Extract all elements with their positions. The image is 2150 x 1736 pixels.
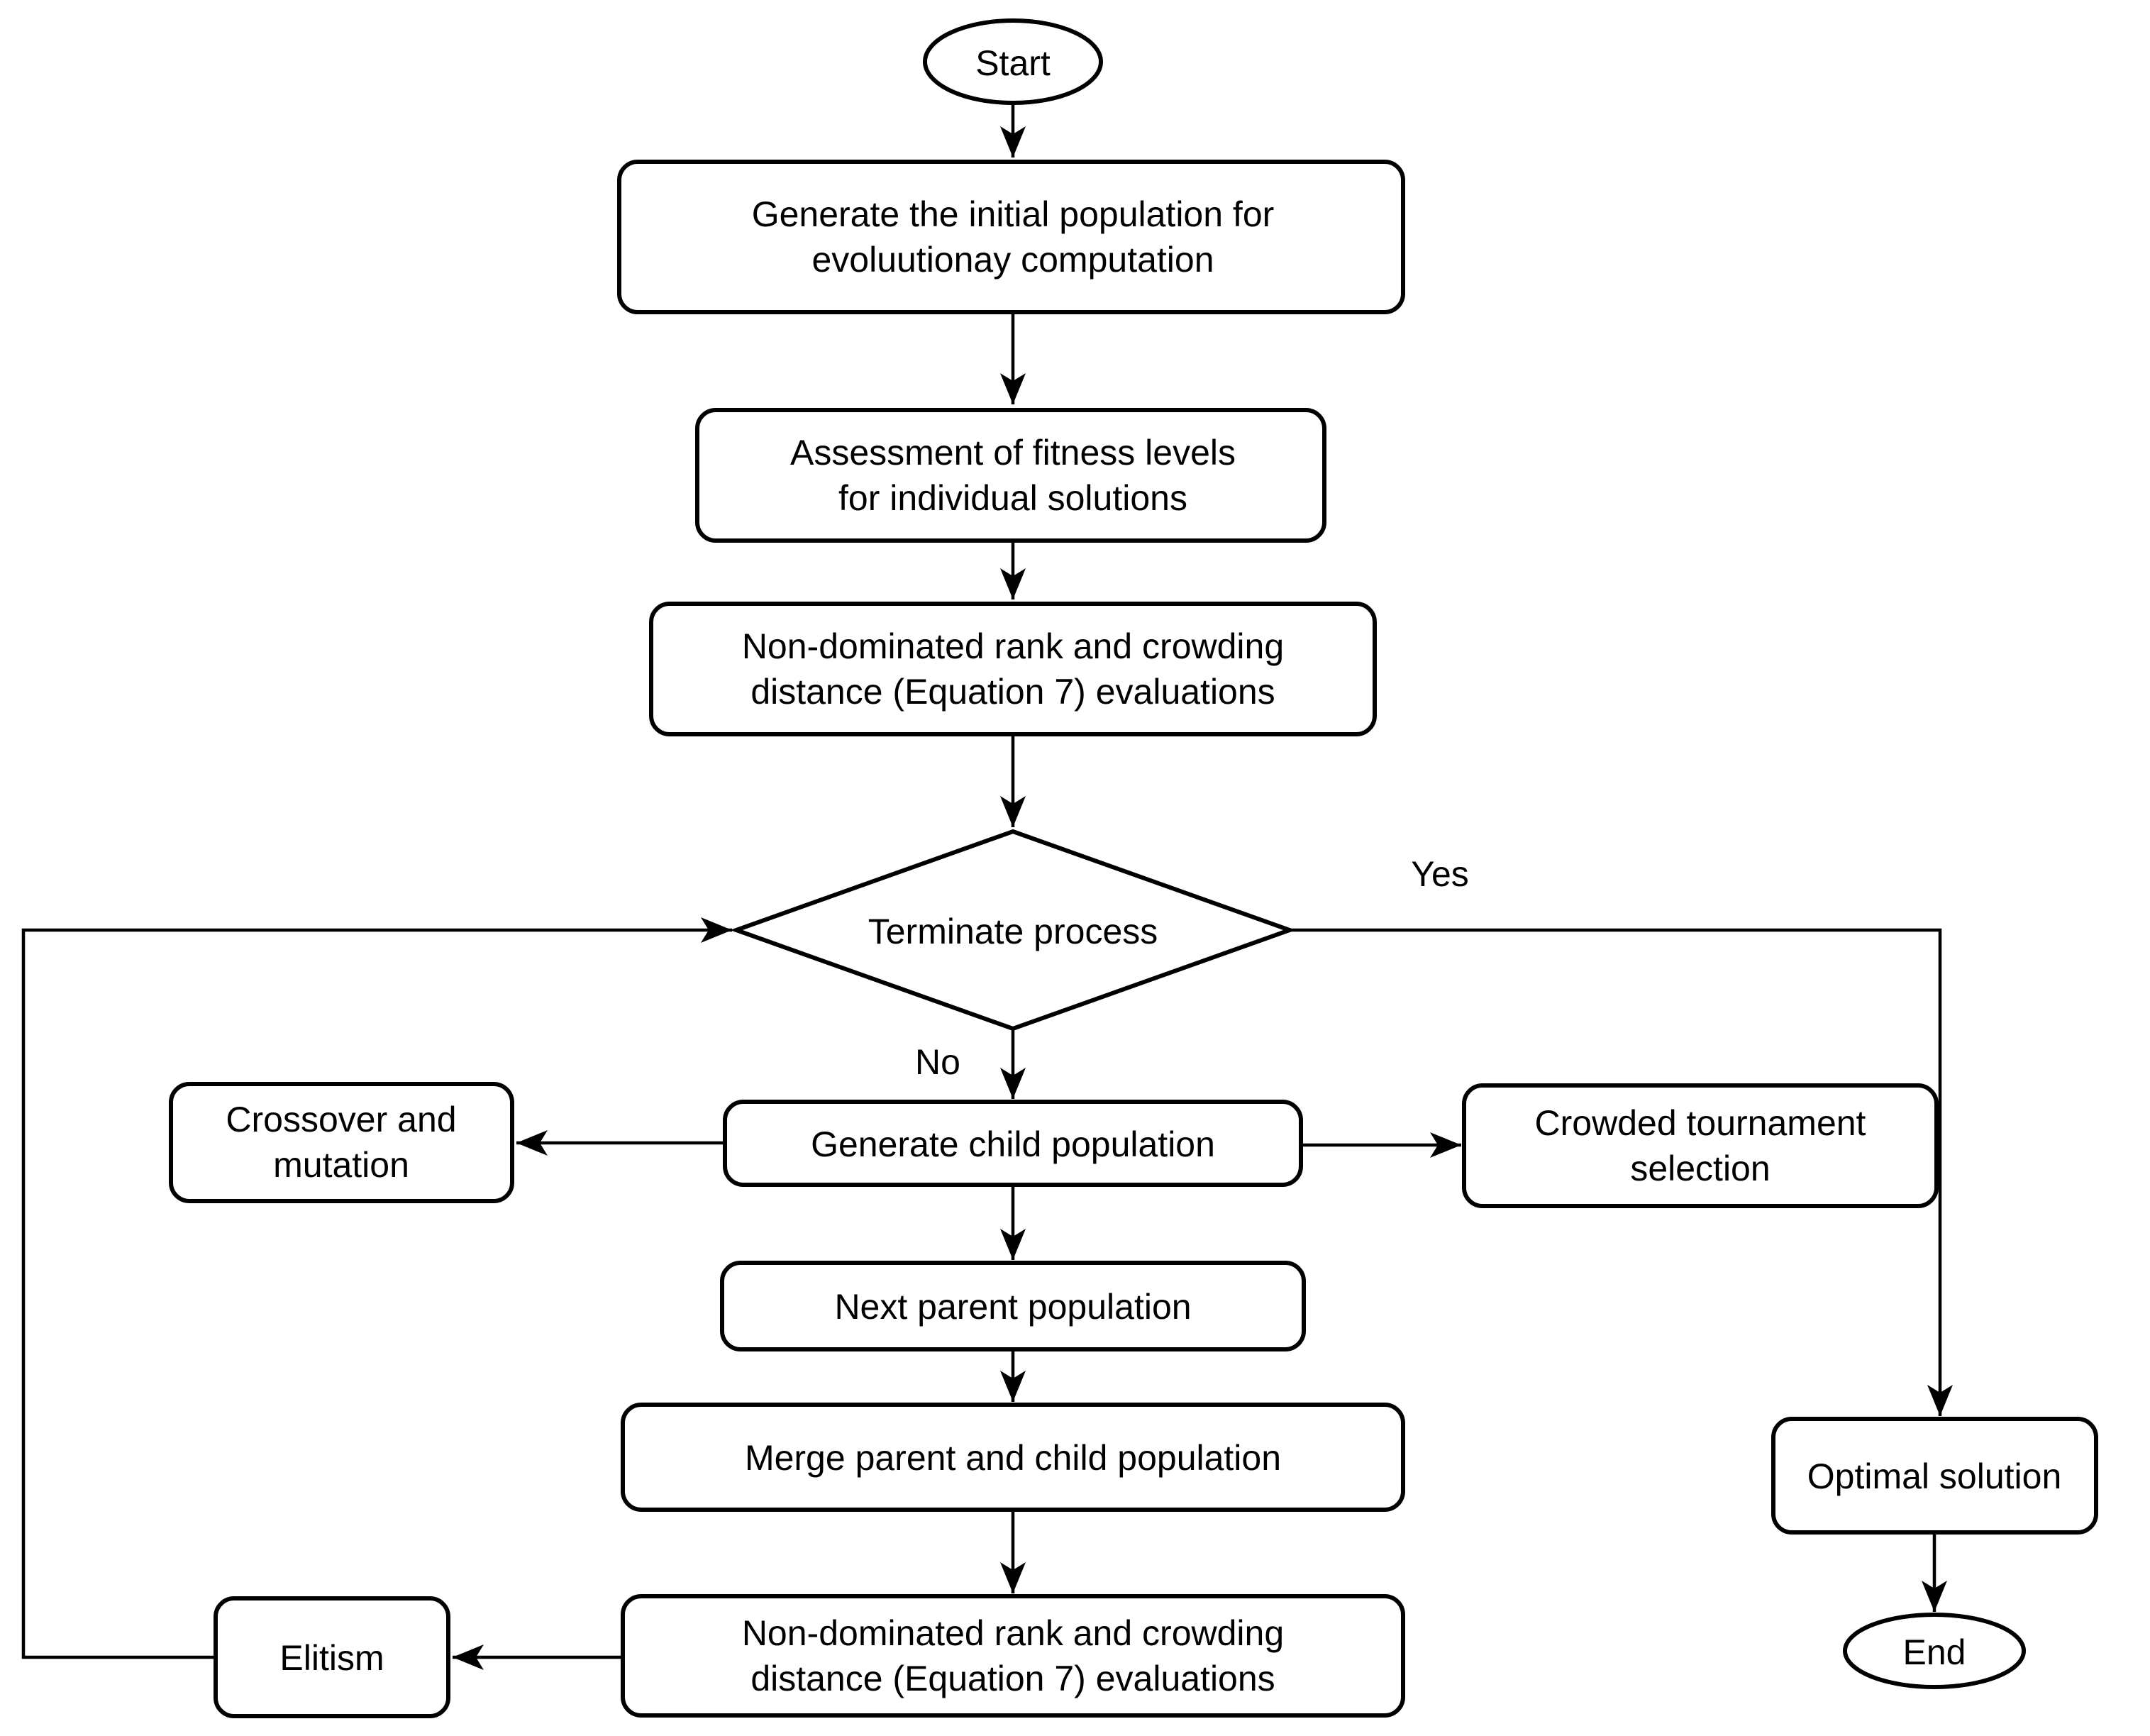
generate-initial-population-line1: Generate the initial population for bbox=[752, 194, 1275, 234]
crossover-mutation-line2: mutation bbox=[273, 1145, 409, 1185]
crowded-tournament-box bbox=[1462, 1083, 1939, 1208]
edge-terminate-yes-to-optimal bbox=[1291, 928, 1953, 1416]
end-node bbox=[1843, 1613, 2026, 1689]
merge-population-box bbox=[621, 1403, 1405, 1512]
generate-initial-population-box bbox=[617, 160, 1405, 314]
elitism-label: Elitism bbox=[279, 1638, 384, 1678]
generate-child-population-box bbox=[723, 1100, 1303, 1187]
terminate-decision-label: Terminate process bbox=[868, 912, 1158, 951]
generate-initial-population-line2: evoluutionay computation bbox=[811, 240, 1214, 280]
rank-crowding-top-line2: distance (Equation 7) evaluations bbox=[750, 672, 1275, 712]
next-parent-population-label: Next parent population bbox=[834, 1287, 1191, 1327]
elitism-box bbox=[214, 1596, 450, 1718]
rank-crowding-bottom-line2: distance (Equation 7) evaluations bbox=[750, 1659, 1275, 1698]
edge-label-no: No bbox=[915, 1042, 960, 1082]
edge-elitism-loop-to-terminate bbox=[21, 917, 732, 1659]
crowded-tournament-line2: selection bbox=[1630, 1149, 1770, 1188]
rank-crowding-top-line1: Non-dominated rank and crowding bbox=[742, 626, 1284, 666]
assessment-fitness-box bbox=[695, 408, 1326, 543]
end-label: End bbox=[1903, 1632, 1966, 1672]
start-label: Start bbox=[975, 43, 1051, 83]
rank-crowding-bottom-line1: Non-dominated rank and crowding bbox=[742, 1613, 1284, 1653]
optimal-solution-box bbox=[1771, 1417, 2098, 1535]
crowded-tournament-line1: Crowded tournament bbox=[1535, 1103, 1866, 1143]
optimal-solution-label: Optimal solution bbox=[1807, 1456, 2062, 1496]
terminate-decision-diamond bbox=[730, 829, 1296, 1032]
generate-child-population-label: Generate child population bbox=[811, 1124, 1215, 1164]
start-node bbox=[923, 18, 1103, 105]
rank-crowding-top-box bbox=[649, 602, 1377, 736]
assessment-fitness-line1: Assessment of fitness levels bbox=[790, 433, 1236, 472]
merge-population-label: Merge parent and child population bbox=[745, 1438, 1281, 1478]
crossover-mutation-line1: Crossover and bbox=[226, 1100, 456, 1139]
edge-label-yes: Yes bbox=[1411, 854, 1469, 894]
rank-crowding-bottom-box bbox=[621, 1594, 1405, 1718]
assessment-fitness-line2: for individual solutions bbox=[838, 478, 1187, 518]
next-parent-population-box bbox=[720, 1261, 1306, 1351]
crossover-mutation-box bbox=[169, 1082, 514, 1203]
